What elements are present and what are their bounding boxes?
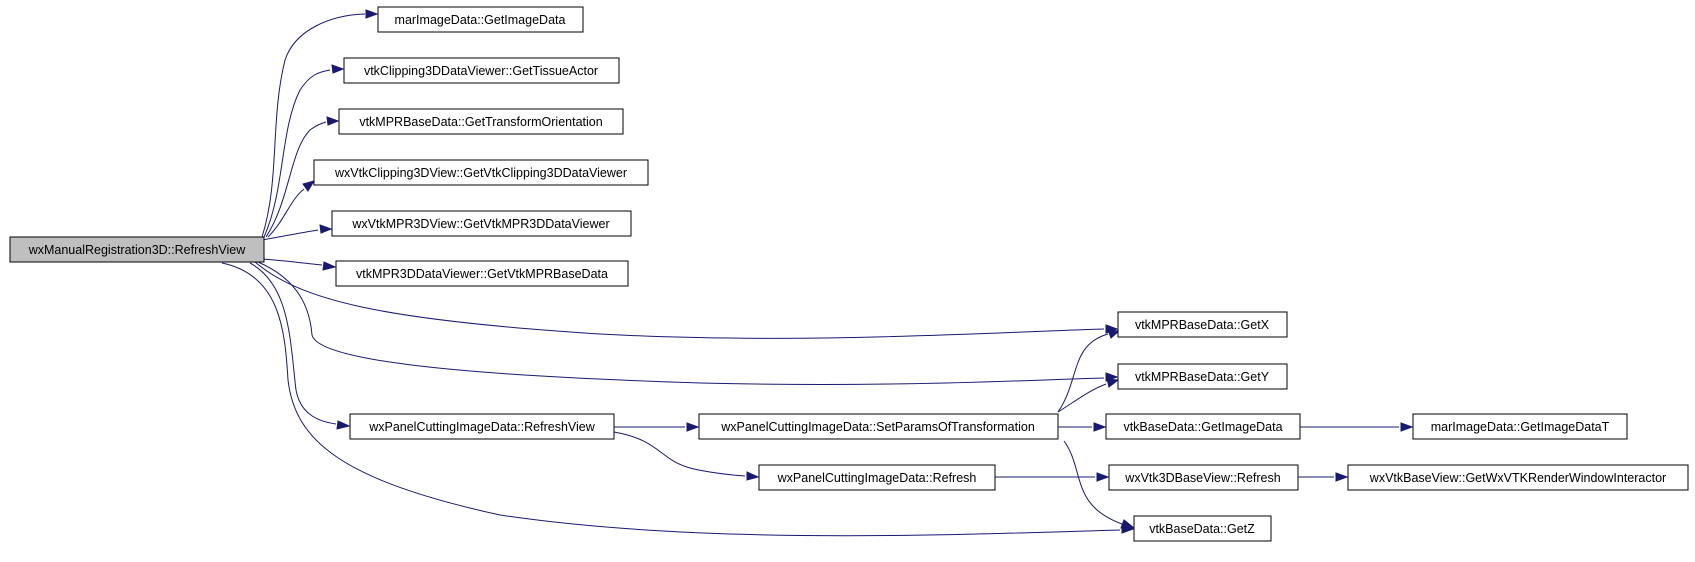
nodes-layer: wxManualRegistration3D::RefreshView marI… [9, 6, 1689, 542]
arrowhead [365, 9, 379, 19]
node-wxvtkclipping3dview-getvtkclipping3ddataviewer[interactable]: wxVtkClipping3DView::GetVtkClipping3DDat… [313, 159, 649, 186]
edge-root-panel-refreshview [249, 262, 337, 425]
node-label: wxPanelCuttingImageData::Refresh [777, 471, 977, 485]
node-label: wxPanelCuttingImageData::RefreshView [368, 420, 596, 434]
arrowhead [1107, 329, 1121, 339]
node-marimagedata-getimagedatat[interactable]: marImageData::GetImageDataT [1412, 413, 1628, 440]
edge-setparams-getx [1057, 333, 1109, 413]
node-wxpanelcuttingimagedata-setparamsoftransformation[interactable]: wxPanelCuttingImageData::SetParamsOfTran… [698, 413, 1059, 440]
arrowhead [1120, 519, 1136, 529]
arrowhead [1106, 378, 1120, 388]
node-vtkmpr3ddataviewer-getvtkmprbasedata[interactable]: vtkMPR3DDataViewer::GetVtkMPRBaseData [335, 260, 629, 287]
edge-root-getimagedata [261, 13, 366, 238]
node-vtkclipping3ddataviewer-gettissueactor[interactable]: vtkClipping3DDataViewer::GetTissueActor [343, 57, 620, 84]
node-label: wxVtkClipping3DView::GetVtkClipping3DDat… [334, 166, 627, 180]
node-label: vtkMPRBaseData::GetX [1135, 318, 1270, 332]
node-vtkbasedata-getimagedata[interactable]: vtkBaseData::GetImageData [1105, 413, 1301, 440]
node-wxvtkmpr3dview-getvtkmpr3ddataviewer[interactable]: wxVtkMPR3DView::GetVtkMPR3DDataViewer [331, 210, 632, 237]
node-vtkmprbasedata-gettransformorientation[interactable]: vtkMPRBaseData::GetTransformOrientation [338, 108, 624, 135]
arrowhead [1400, 422, 1414, 432]
node-root[interactable]: wxManualRegistration3D::RefreshView [9, 236, 265, 263]
node-wxpanelcuttingimagedata-refreshview[interactable]: wxPanelCuttingImageData::RefreshView [349, 413, 615, 440]
node-label: vtkMPR3DDataViewer::GetVtkMPRBaseData [356, 267, 608, 281]
node-label: vtkBaseData::GetZ [1149, 522, 1255, 536]
arrowhead [326, 116, 340, 126]
node-label: wxPanelCuttingImageData::SetParamsOfTran… [720, 420, 1035, 434]
edge-root-gettransformorientation [265, 121, 327, 238]
arrowhead [319, 224, 333, 234]
arrowhead [336, 420, 351, 430]
edge-root-gety [257, 261, 1105, 385]
node-label: wxVtkMPR3DView::GetVtkMPR3DDataViewer [351, 217, 609, 231]
node-label: vtkMPRBaseData::GetY [1135, 370, 1270, 384]
arrowhead [322, 261, 337, 271]
node-wxvtk3dbaseview-refresh[interactable]: wxVtk3DBaseView::Refresh [1108, 464, 1299, 491]
node-label: wxVtkBaseView::GetWxVTKRenderWindowInter… [1369, 471, 1666, 485]
node-label: marImageData::GetImageData [395, 13, 566, 27]
node-label: vtkMPRBaseData::GetTransformOrientation [359, 115, 602, 129]
edge-setparams-gety [1057, 383, 1107, 413]
arrowhead [686, 422, 700, 432]
arrowhead [1096, 472, 1110, 482]
arrowhead [1093, 422, 1107, 432]
node-vtkmprbasedata-gety[interactable]: vtkMPRBaseData::GetY [1117, 363, 1288, 390]
edge-panelrefreshview-refresh [613, 431, 746, 477]
edge-root-getvtkclipping3ddataviewer [267, 188, 305, 238]
node-marimagedata-getimagedata[interactable]: marImageData::GetImageData [377, 6, 584, 33]
edge-root-getvtkmpr3ddataviewer [261, 229, 319, 241]
node-label: wxVtk3DBaseView::Refresh [1124, 471, 1280, 485]
node-label: wxManualRegistration3D::RefreshView [28, 243, 247, 257]
edge-setparams-getz [1063, 440, 1123, 525]
node-wxpanelcuttingimagedata-refresh[interactable]: wxPanelCuttingImageData::Refresh [758, 464, 996, 491]
node-vtkbasedata-getz[interactable]: vtkBaseData::GetZ [1133, 515, 1272, 542]
node-label: vtkClipping3DDataViewer::GetTissueActor [364, 64, 598, 78]
edge-root-getz [221, 262, 1121, 537]
node-wxvtkbaseview-getwxvtkrenderwindowinteractor[interactable]: wxVtkBaseView::GetWxVTKRenderWindowInter… [1347, 464, 1689, 491]
edge-root-getvtkmprbasedata [261, 258, 323, 266]
arrowhead [746, 471, 760, 481]
arrowhead [331, 64, 345, 74]
edges-layer [221, 9, 1414, 537]
edge-root-getx [254, 261, 1105, 339]
arrowhead [302, 180, 316, 192]
node-label: vtkBaseData::GetImageData [1123, 420, 1282, 434]
arrowhead [1335, 472, 1349, 482]
node-label: marImageData::GetImageDataT [1431, 420, 1610, 434]
edge-root-gettissueactor [263, 69, 331, 238]
node-vtkmprbasedata-getx[interactable]: vtkMPRBaseData::GetX [1117, 311, 1288, 338]
